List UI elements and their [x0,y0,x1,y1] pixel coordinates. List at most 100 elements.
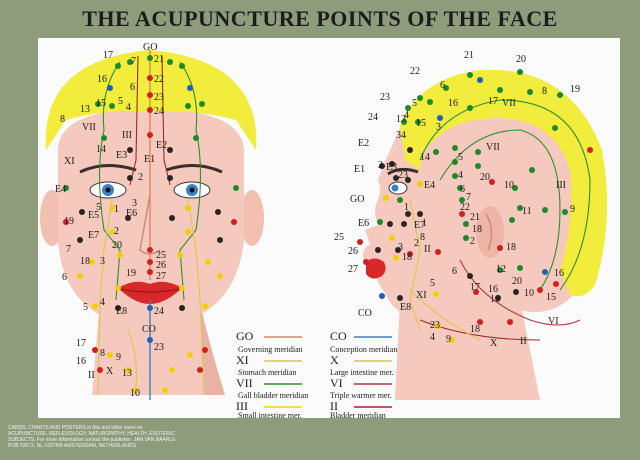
side-label: 16 [490,294,500,305]
side-gallbladder-line [419,99,591,291]
side-label: 3 [436,122,441,133]
front-label: 5 [96,202,101,213]
side-label: 22 [410,66,420,77]
side-label: 9 [570,204,575,215]
front-label: 4 [126,102,131,113]
legend-item-go: GO Governing meridian [236,329,303,354]
front-nose [139,194,161,255]
front-label: 6 [62,272,67,283]
legend-name: Triple warmer mer. [330,391,392,400]
front-label: 9 [116,352,121,363]
front-label: 13 [80,104,90,115]
side-label: E6 [358,218,369,229]
side-ear-inner [485,213,493,251]
side-stomach-line [409,199,421,331]
side-label: GO [350,194,364,205]
front-label: E1 [144,154,155,165]
side-label: 5 [458,152,463,163]
front-label: 8 [100,348,105,359]
side-label: E7 [414,220,425,231]
side-label: 26 [348,246,358,257]
front-label: 26 [156,260,166,271]
side-label: 1 [404,202,409,213]
front-label: 18 [80,256,90,267]
side-label: 15 [546,292,556,303]
legend-code: II [330,399,338,413]
front-label: 5 [118,96,123,107]
side-label: 2 [378,160,383,171]
side-label: 10 [524,288,534,299]
meridian-legend: GO Governing meridian CO Conception meri… [236,329,397,420]
front-point-labels: GO 17 7 21 16 6 22 13 15 5 23 8 4 24 VII… [55,42,167,399]
side-label: 1 [422,218,427,229]
front-label: E7 [88,230,99,241]
front-label: 23 [154,92,164,103]
side-label: 17 [488,96,498,107]
legend-code: X [330,353,339,367]
side-label: 18 [506,242,516,253]
legend-code: III [236,399,248,413]
side-large-intestine-line [409,289,481,341]
side-label: VII [502,98,516,109]
side-label: E8 [400,302,411,313]
front-label: 7 [131,56,136,67]
page-title: THE ACUPUNCTURE POINTS OF THE FACE [82,6,558,31]
legend-code: XI [236,353,249,367]
front-stomach-line-right [187,199,205,396]
front-label: X [106,366,114,377]
front-label: III [122,130,132,141]
side-label: 20 [512,276,522,287]
side-label: 4 [458,170,463,181]
side-label: 8 [420,232,425,243]
side-label: II [424,244,431,255]
front-face-figure: GO 17 7 21 16 6 22 13 15 5 23 8 4 24 VII… [40,42,264,400]
side-label: 13 [396,114,406,125]
side-label: 20 [516,54,526,65]
front-label: 10 [130,388,140,399]
front-label: E5 [88,210,99,221]
front-label: E3 [116,150,127,161]
side-label: E4 [424,180,435,191]
legend-item-x: X Large intestine mer. [330,353,394,377]
front-label: 17 [76,338,86,349]
side-label: 14 [420,152,430,163]
legend-item-vii: VII Gall bladder meridian [236,376,308,400]
side-label: 23 [398,170,408,181]
side-lips [366,258,386,279]
side-dots [357,69,593,343]
front-label: 17 [103,50,113,61]
front-label: 3 [132,198,137,209]
front-right-pupil [189,187,195,193]
front-label: GO [143,42,157,53]
front-label: 3 [100,256,105,267]
front-right-ear [240,190,264,246]
side-label: 16 [488,284,498,295]
front-label: 24 [154,306,164,317]
side-label: 2 [470,236,475,247]
legend-code: VII [236,376,253,390]
side-label: 16 [448,98,458,109]
side-label: III [556,180,566,191]
front-label: E2 [156,140,167,151]
front-neck-shadow [200,305,225,395]
side-neck [395,300,540,400]
front-mouth-line [119,288,181,293]
legend-code: GO [236,329,254,343]
front-label: E8 [116,306,127,317]
side-label: 4 [430,332,435,343]
side-label: E3 [386,162,397,173]
side-label: 18 [402,252,412,263]
side-label: E1 [354,164,365,175]
front-label: XI [64,156,75,167]
side-label: 9 [446,334,451,345]
side-label: 8 [542,86,547,97]
publisher-footer: CARDS, CHARTS AND POSTERS in this and ot… [8,425,428,449]
front-label: 13 [122,368,132,379]
side-label: 23 [430,320,440,331]
front-label: 16 [76,356,86,367]
side-label: 12 [496,264,506,275]
legend-name: Gall bladder meridian [238,391,308,400]
side-ear [476,206,504,258]
legend-name: Governing meridian [238,345,303,354]
side-label: 6 [452,266,457,277]
